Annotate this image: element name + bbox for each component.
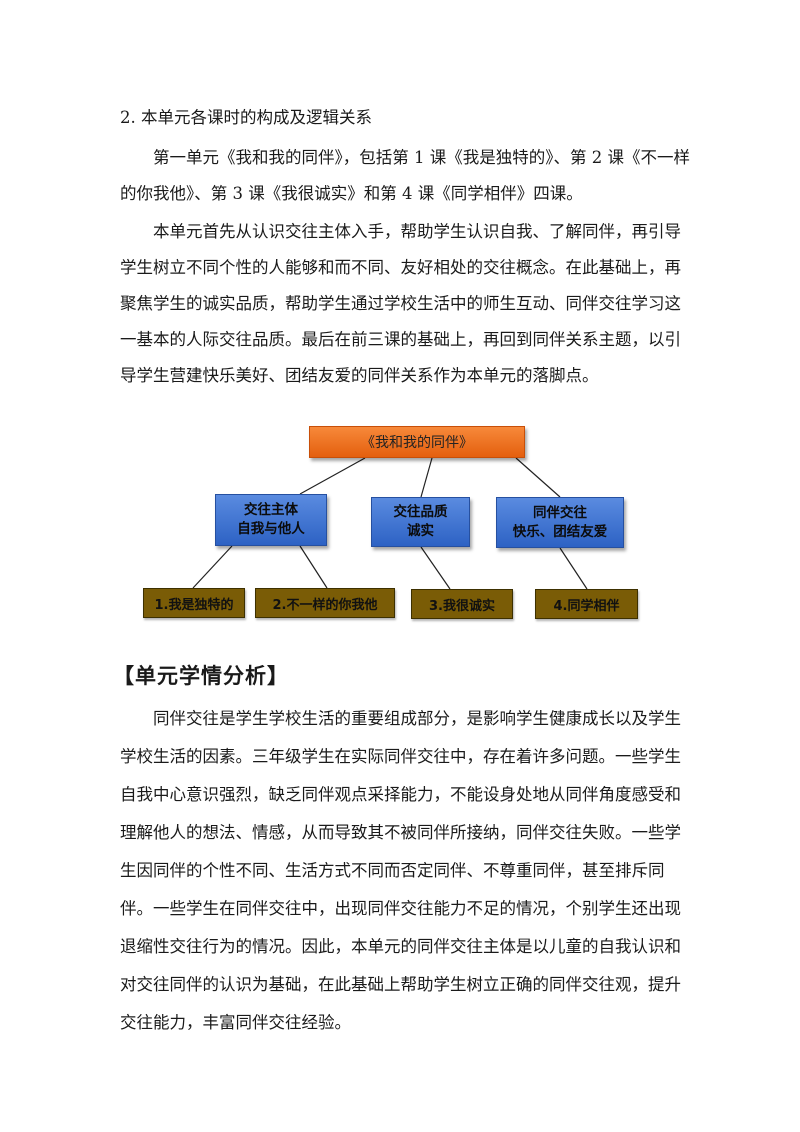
paragraph-unit-logic: 本单元首先从认识交往主体入手，帮助学生认识自我、了解同伴，再引导学生树立不同个性… bbox=[120, 222, 681, 385]
section-heading-learner-analysis: 【单元学情分析】 bbox=[113, 664, 289, 688]
paragraph-unit-composition: 第一单元《我和我的同伴》，包括第 1 课《我是独特的》、第 2 课《不一样的你我… bbox=[120, 148, 690, 203]
section-subheading: 2. 本单元各课时的构成及逻辑关系 bbox=[120, 108, 372, 127]
node-line-2: 诚实 bbox=[407, 523, 434, 539]
connector-root-mid2 bbox=[420, 457, 433, 498]
connector-mid1-leaf2 bbox=[299, 545, 328, 589]
diagram-leaf-lesson-1: 1.我是独特的 bbox=[143, 588, 245, 618]
diagram-root-node: 《我和我的同伴》 bbox=[309, 426, 525, 458]
node-line-2: 快乐、团结友爱 bbox=[512, 523, 608, 540]
diagram-leaf-lesson-3: 3.我很诚实 bbox=[411, 589, 513, 619]
diagram-node-interaction-subject: 交往主体 自我与他人 bbox=[215, 494, 327, 546]
connector-root-mid1 bbox=[299, 457, 366, 495]
connector-mid1-leaf1 bbox=[192, 545, 233, 589]
diagram-leaf-lesson-4: 4.同学相伴 bbox=[535, 589, 638, 619]
connector-mid3-leaf4 bbox=[559, 547, 588, 590]
node-line-1: 交往品质 bbox=[393, 504, 448, 520]
node-line-1: 交往主体 bbox=[244, 502, 298, 518]
paragraph-learner-analysis: 同伴交往是学生学校生活的重要组成部分，是影响学生健康成长以及学生学校生活的因素。… bbox=[120, 709, 681, 1032]
connector-mid2-leaf3 bbox=[420, 546, 451, 590]
connector-root-mid3 bbox=[515, 457, 561, 498]
diagram-leaf-lesson-2: 2.不一样的你我他 bbox=[255, 588, 395, 618]
diagram-node-peer-interaction: 同伴交往 快乐、团结友爱 bbox=[496, 497, 624, 548]
diagram-node-interaction-quality: 交往品质 诚实 bbox=[371, 497, 470, 547]
node-line-2: 自我与他人 bbox=[237, 521, 305, 537]
node-line-1: 同伴交往 bbox=[533, 504, 587, 521]
